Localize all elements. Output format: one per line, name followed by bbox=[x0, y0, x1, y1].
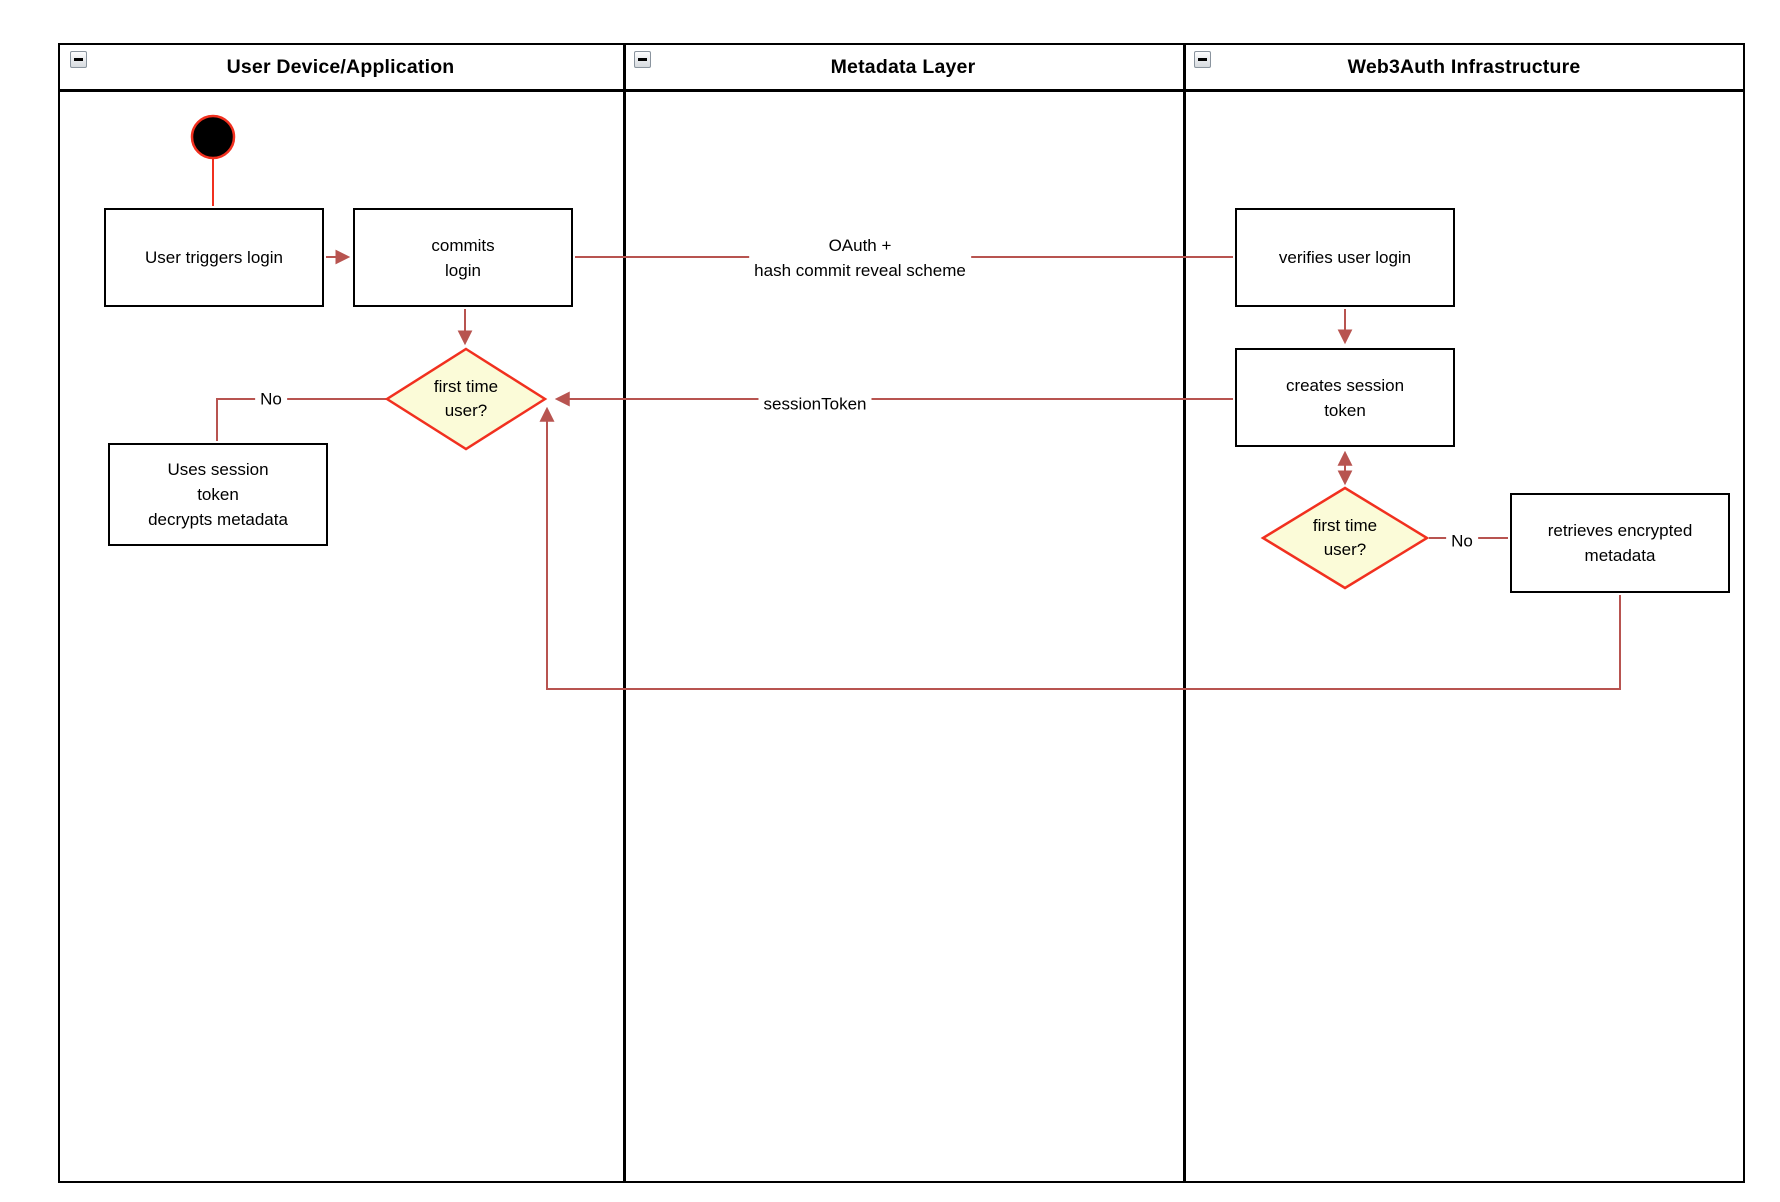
collapse-lane-icon[interactable] bbox=[70, 51, 87, 68]
node-uses-session-token[interactable]: Uses session token decrypts metadata bbox=[108, 443, 328, 546]
lane-title: User Device/Application bbox=[226, 55, 455, 78]
lane-header-web3auth[interactable]: Web3Auth Infrastructure bbox=[1183, 45, 1745, 89]
decision-label-device: first time user? bbox=[433, 377, 499, 420]
node-user-triggers-login[interactable]: User triggers login bbox=[104, 208, 324, 307]
collapse-lane-icon[interactable] bbox=[1194, 51, 1211, 68]
node-verifies-user-login[interactable]: verifies user login bbox=[1235, 208, 1455, 307]
node-commits-login[interactable]: commits login bbox=[353, 208, 573, 307]
collapse-lane-icon[interactable] bbox=[634, 51, 651, 68]
decision-label-infra: first time user? bbox=[1312, 516, 1378, 559]
minus-icon bbox=[74, 58, 83, 61]
lane-separator-2 bbox=[1183, 43, 1186, 1183]
lane-separator-1 bbox=[623, 43, 626, 1183]
edge-label-oauth: OAuth + hash commit reveal scheme bbox=[749, 233, 971, 283]
edge-label-no-device: No bbox=[255, 386, 287, 412]
edge-label-session-token: sessionToken bbox=[758, 391, 872, 417]
minus-icon bbox=[1198, 58, 1207, 61]
lane-title: Metadata Layer bbox=[830, 55, 976, 78]
pool-frame bbox=[58, 43, 1745, 1183]
node-retrieves-encrypted-metadata[interactable]: retrieves encrypted metadata bbox=[1510, 493, 1730, 593]
lane-title: Web3Auth Infrastructure bbox=[1347, 55, 1581, 78]
lane-header-metadata-layer[interactable]: Metadata Layer bbox=[623, 45, 1183, 89]
header-divider bbox=[58, 89, 1745, 92]
edge-label-no-infra: No bbox=[1446, 528, 1478, 554]
minus-icon bbox=[638, 58, 647, 61]
lane-header-user-device[interactable]: User Device/Application bbox=[58, 45, 623, 89]
node-creates-session-token[interactable]: creates session token bbox=[1235, 348, 1455, 447]
